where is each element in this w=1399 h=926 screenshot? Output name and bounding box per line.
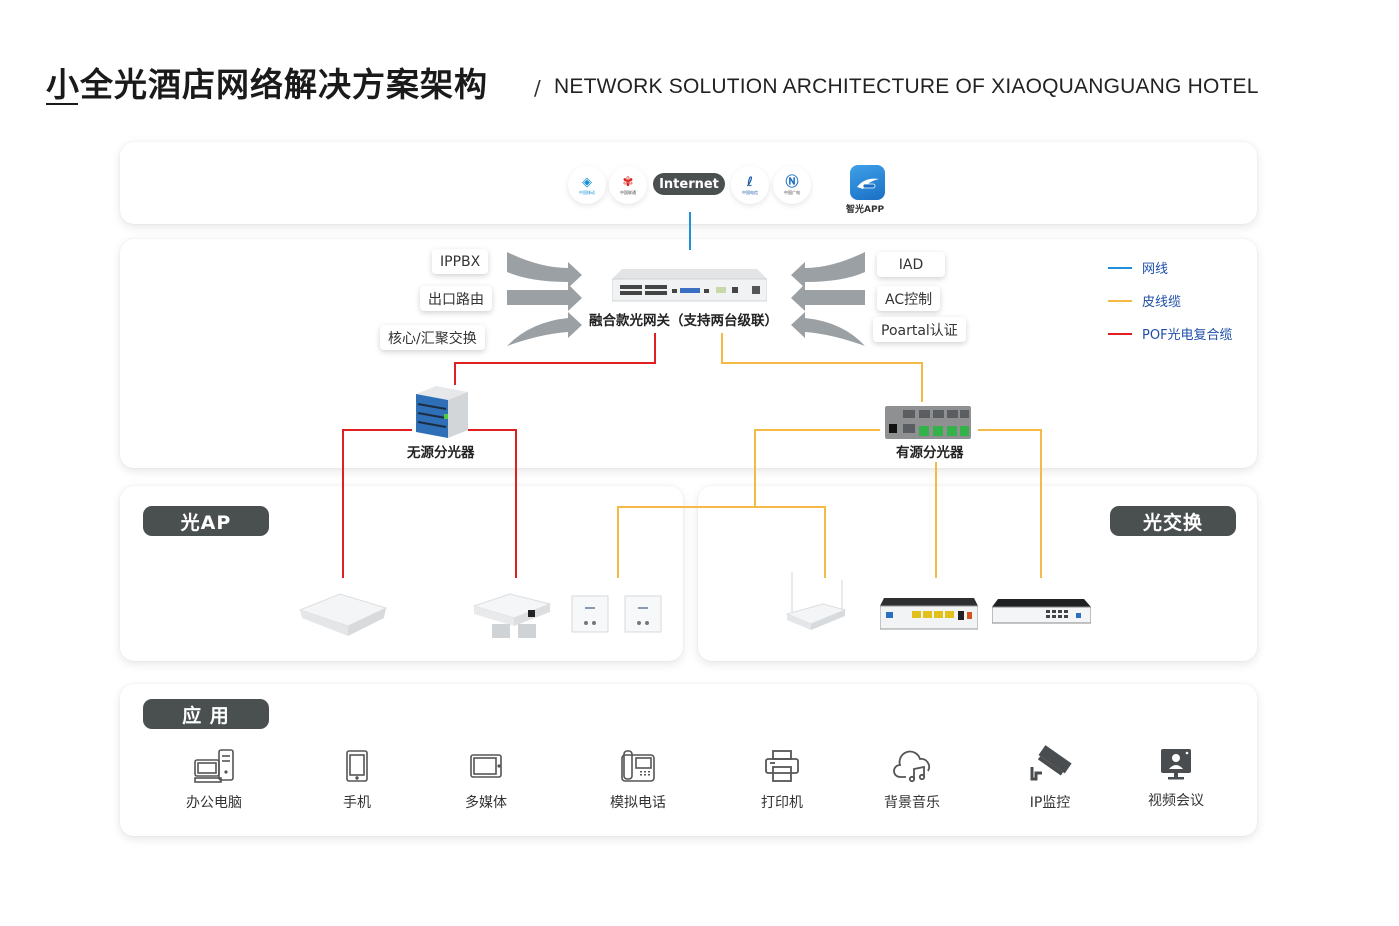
carrier-china-mobile: ◈ 中国移动 bbox=[568, 166, 606, 204]
tablet-icon bbox=[464, 746, 508, 786]
service-ac-control: AC控制 bbox=[877, 286, 941, 311]
mobile-phone-icon bbox=[335, 746, 379, 786]
gateway-label: 融合款光网关（支持两台级联） bbox=[589, 313, 778, 329]
app-ip-surveillance: IP监控 bbox=[995, 740, 1105, 812]
title-separator: / bbox=[534, 76, 541, 100]
app-label: 智光APP bbox=[846, 205, 885, 215]
legend-swatch bbox=[1108, 266, 1132, 269]
service-egress-router: 出口路由 bbox=[420, 286, 492, 311]
service-core-switch: 核心/汇聚交换 bbox=[380, 325, 485, 350]
ceiling-ap-device bbox=[298, 593, 388, 636]
legend-swatch bbox=[1108, 299, 1132, 302]
page-subtitle: NETWORK SOLUTION ARCHITECTURE OF XIAOQUA… bbox=[554, 75, 1259, 98]
china-broadnet-logo-icon: Ⓝ bbox=[785, 174, 799, 190]
app-background-music: 背景音乐 bbox=[857, 746, 967, 812]
internet-badge: Internet bbox=[653, 173, 725, 195]
legend-item-pof-cable: POF光电复合缆 bbox=[1108, 324, 1233, 343]
optical-switch-8port-device bbox=[992, 599, 1091, 624]
carrier-china-telecom: ℓ 中国电信 bbox=[731, 166, 769, 204]
legend: 网线 皮线缆 POF光电复合缆 bbox=[1108, 258, 1233, 343]
app-video-conference: 视频会议 bbox=[1121, 744, 1231, 810]
wifi-router-device bbox=[785, 572, 847, 630]
desktop-computer-icon bbox=[192, 746, 236, 786]
video-conference-icon bbox=[1154, 744, 1198, 784]
legend-swatch bbox=[1108, 332, 1132, 335]
service-portal-auth: Poartal认证 bbox=[873, 317, 966, 342]
applications-panel bbox=[120, 684, 1257, 836]
cloud-music-icon bbox=[890, 746, 934, 786]
passive-splitter-label: 无源分光器 bbox=[407, 445, 475, 461]
china-mobile-logo-icon: ◈ bbox=[582, 174, 592, 190]
active-splitter-device bbox=[885, 406, 971, 439]
optical-switch-4port-device bbox=[880, 598, 978, 630]
wall-socket-ap-device bbox=[624, 595, 662, 633]
app-printer: 打印机 bbox=[727, 746, 837, 812]
app-multimedia: 多媒体 bbox=[431, 746, 541, 812]
legend-item-drop-cable: 皮线缆 bbox=[1108, 291, 1233, 310]
optical-switch-section-label: 光交换 bbox=[1110, 506, 1236, 536]
zhiguang-app-icon[interactable] bbox=[850, 165, 885, 200]
applications-section-label: 应 用 bbox=[143, 699, 269, 729]
panel-ap-device bbox=[472, 593, 552, 638]
wall-socket-ap-device bbox=[571, 595, 609, 633]
desk-phone-icon bbox=[616, 746, 660, 786]
optical-gateway-device bbox=[612, 269, 767, 302]
active-splitter-label: 有源分光器 bbox=[896, 445, 964, 461]
optical-ap-section-label: 光AP bbox=[143, 506, 269, 536]
app-office-pc: 办公电脑 bbox=[159, 746, 269, 812]
legend-item-network-cable: 网线 bbox=[1108, 258, 1233, 277]
china-unicom-logo-icon: ✾ bbox=[622, 174, 634, 190]
page-title: 小全光酒店网络解决方案架构 bbox=[46, 65, 488, 104]
app-mobile-phone: 手机 bbox=[302, 746, 412, 812]
service-ippbx: IPPBX bbox=[432, 249, 489, 274]
china-telecom-logo-icon: ℓ bbox=[746, 174, 754, 190]
carrier-china-unicom: ✾ 中国联通 bbox=[609, 166, 647, 204]
passive-splitter-device bbox=[416, 386, 468, 438]
surveillance-camera-icon bbox=[1028, 740, 1072, 786]
service-iad: IAD bbox=[877, 252, 945, 277]
title-underline bbox=[46, 103, 78, 105]
carrier-china-broadnet: Ⓝ 中国广电 bbox=[773, 166, 811, 204]
app-analog-phone: 模拟电话 bbox=[583, 746, 693, 812]
printer-icon bbox=[760, 746, 804, 786]
